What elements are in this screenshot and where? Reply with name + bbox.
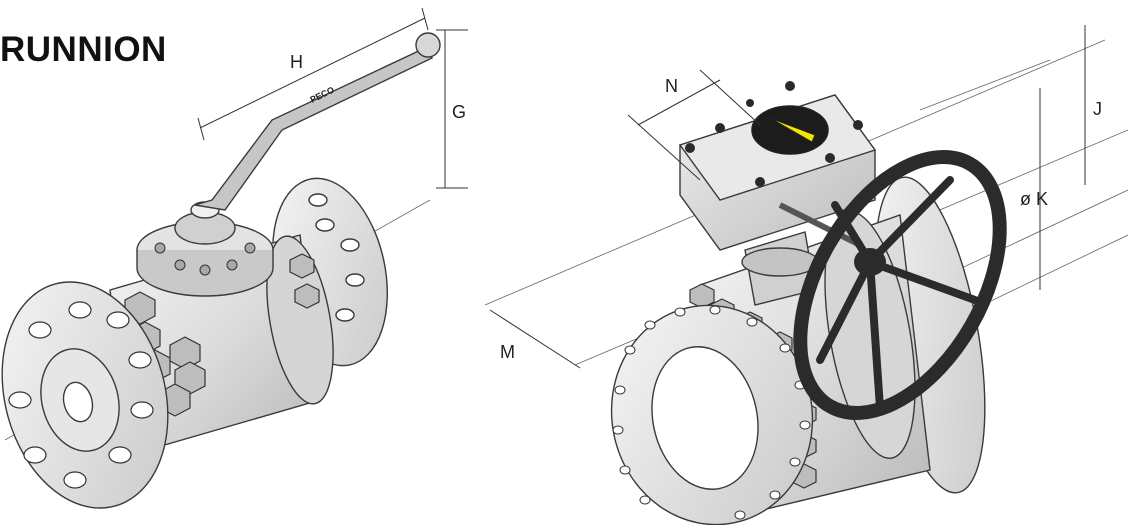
right-handwheel — [793, 150, 1007, 420]
dim-label-k: ø K — [1020, 189, 1048, 209]
dimension-n: N — [627, 69, 761, 181]
left-ball-valve: PECO H G — [1, 7, 468, 509]
right-front-flange — [610, 304, 814, 525]
right-adapter-neck — [741, 231, 819, 306]
dim-label-n: N — [665, 76, 678, 96]
left-front-flange — [1, 281, 169, 509]
dimension-h: H — [197, 7, 429, 141]
handwheel-shaft — [778, 202, 862, 248]
left-bonnet — [136, 201, 274, 297]
page-title: RUNNION — [0, 30, 167, 69]
dim-label-h: H — [290, 52, 303, 72]
right-gearbox — [678, 81, 877, 251]
dim-label-g: G — [452, 102, 466, 122]
dimension-m: M — [489, 309, 581, 369]
dim-label-j: J — [1093, 99, 1102, 119]
dimension-k: ø K — [1020, 88, 1048, 290]
right-gear-valve: N J ø K M — [484, 25, 1128, 525]
dimension-j: J — [1084, 25, 1102, 185]
dimension-g: G — [436, 29, 468, 189]
dim-label-m: M — [500, 342, 515, 362]
indicator-pointer — [769, 117, 816, 143]
